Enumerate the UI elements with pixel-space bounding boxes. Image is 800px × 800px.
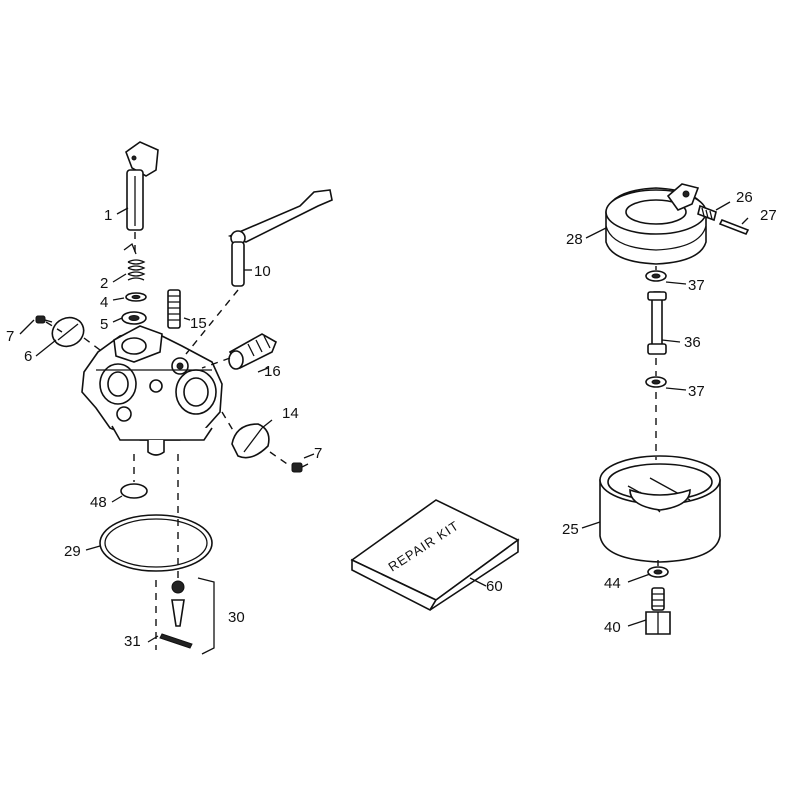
callout-26: 26	[736, 189, 753, 206]
part-60-repair-kit: REPAIR KIT	[350, 499, 520, 612]
callout-44: 44	[604, 575, 621, 592]
part-5-seal	[121, 311, 147, 325]
part-37-washer-bottom	[645, 376, 667, 388]
part-26-spring-pin	[697, 204, 717, 222]
callout-10: 10	[254, 263, 271, 280]
part-14-choke-plate	[231, 423, 270, 459]
part-6-throttle-plate	[51, 316, 85, 348]
alignment-lines-right	[655, 266, 659, 566]
callout-60: 60	[486, 578, 503, 595]
callout-40: 40	[604, 619, 621, 636]
carburetor-body	[81, 325, 223, 456]
callout-5: 5	[100, 316, 108, 333]
part-15-idle-screw	[167, 289, 181, 329]
part-10-choke-shaft	[227, 189, 333, 287]
part-30-needle	[171, 580, 185, 627]
callout-48: 48	[90, 494, 107, 511]
part-31-clip	[159, 633, 193, 649]
part-27-pin	[718, 218, 750, 236]
callout-14: 14	[282, 405, 299, 422]
callout-7-bottom: 7	[314, 445, 322, 462]
callout-labels: 1 2 4 5 6 7 10 14 15 16 7 48 29 30 31 60…	[6, 189, 777, 650]
callout-30: 30	[228, 609, 245, 626]
part-36-float-shaft	[647, 291, 667, 355]
callout-7-top: 7	[6, 328, 14, 345]
alignment-lines-left	[45, 232, 291, 650]
callout-15: 15	[190, 315, 207, 332]
part-4-washer	[125, 292, 147, 302]
part-7-screw-top	[35, 315, 53, 324]
part-28-float-bowl-top	[605, 183, 707, 265]
bracket-30	[197, 577, 215, 655]
part-2-spring	[123, 242, 146, 281]
callout-6: 6	[24, 348, 32, 365]
part-37-washer-top	[645, 270, 667, 282]
part-44-washer	[647, 566, 669, 578]
callout-37-top: 37	[688, 277, 705, 294]
part-1-throttle-shaft	[125, 141, 159, 231]
callout-29: 29	[64, 543, 81, 560]
part-16-nozzle	[228, 333, 278, 370]
part-7-screw-bottom	[291, 462, 309, 473]
callout-36: 36	[684, 334, 701, 351]
callout-2: 2	[100, 275, 108, 292]
part-40-drain-screw	[645, 587, 671, 635]
callout-25: 25	[562, 521, 579, 538]
callout-4: 4	[100, 294, 108, 311]
callout-37-bottom: 37	[688, 383, 705, 400]
part-29-gasket	[99, 514, 213, 572]
callout-28: 28	[566, 231, 583, 248]
callout-16: 16	[264, 363, 281, 380]
callout-1: 1	[104, 207, 112, 224]
callout-27: 27	[760, 207, 777, 224]
callout-31: 31	[124, 633, 141, 650]
part-25-float-bowl	[599, 455, 721, 563]
leader-lines	[19, 201, 749, 643]
part-48-plug	[120, 483, 148, 499]
